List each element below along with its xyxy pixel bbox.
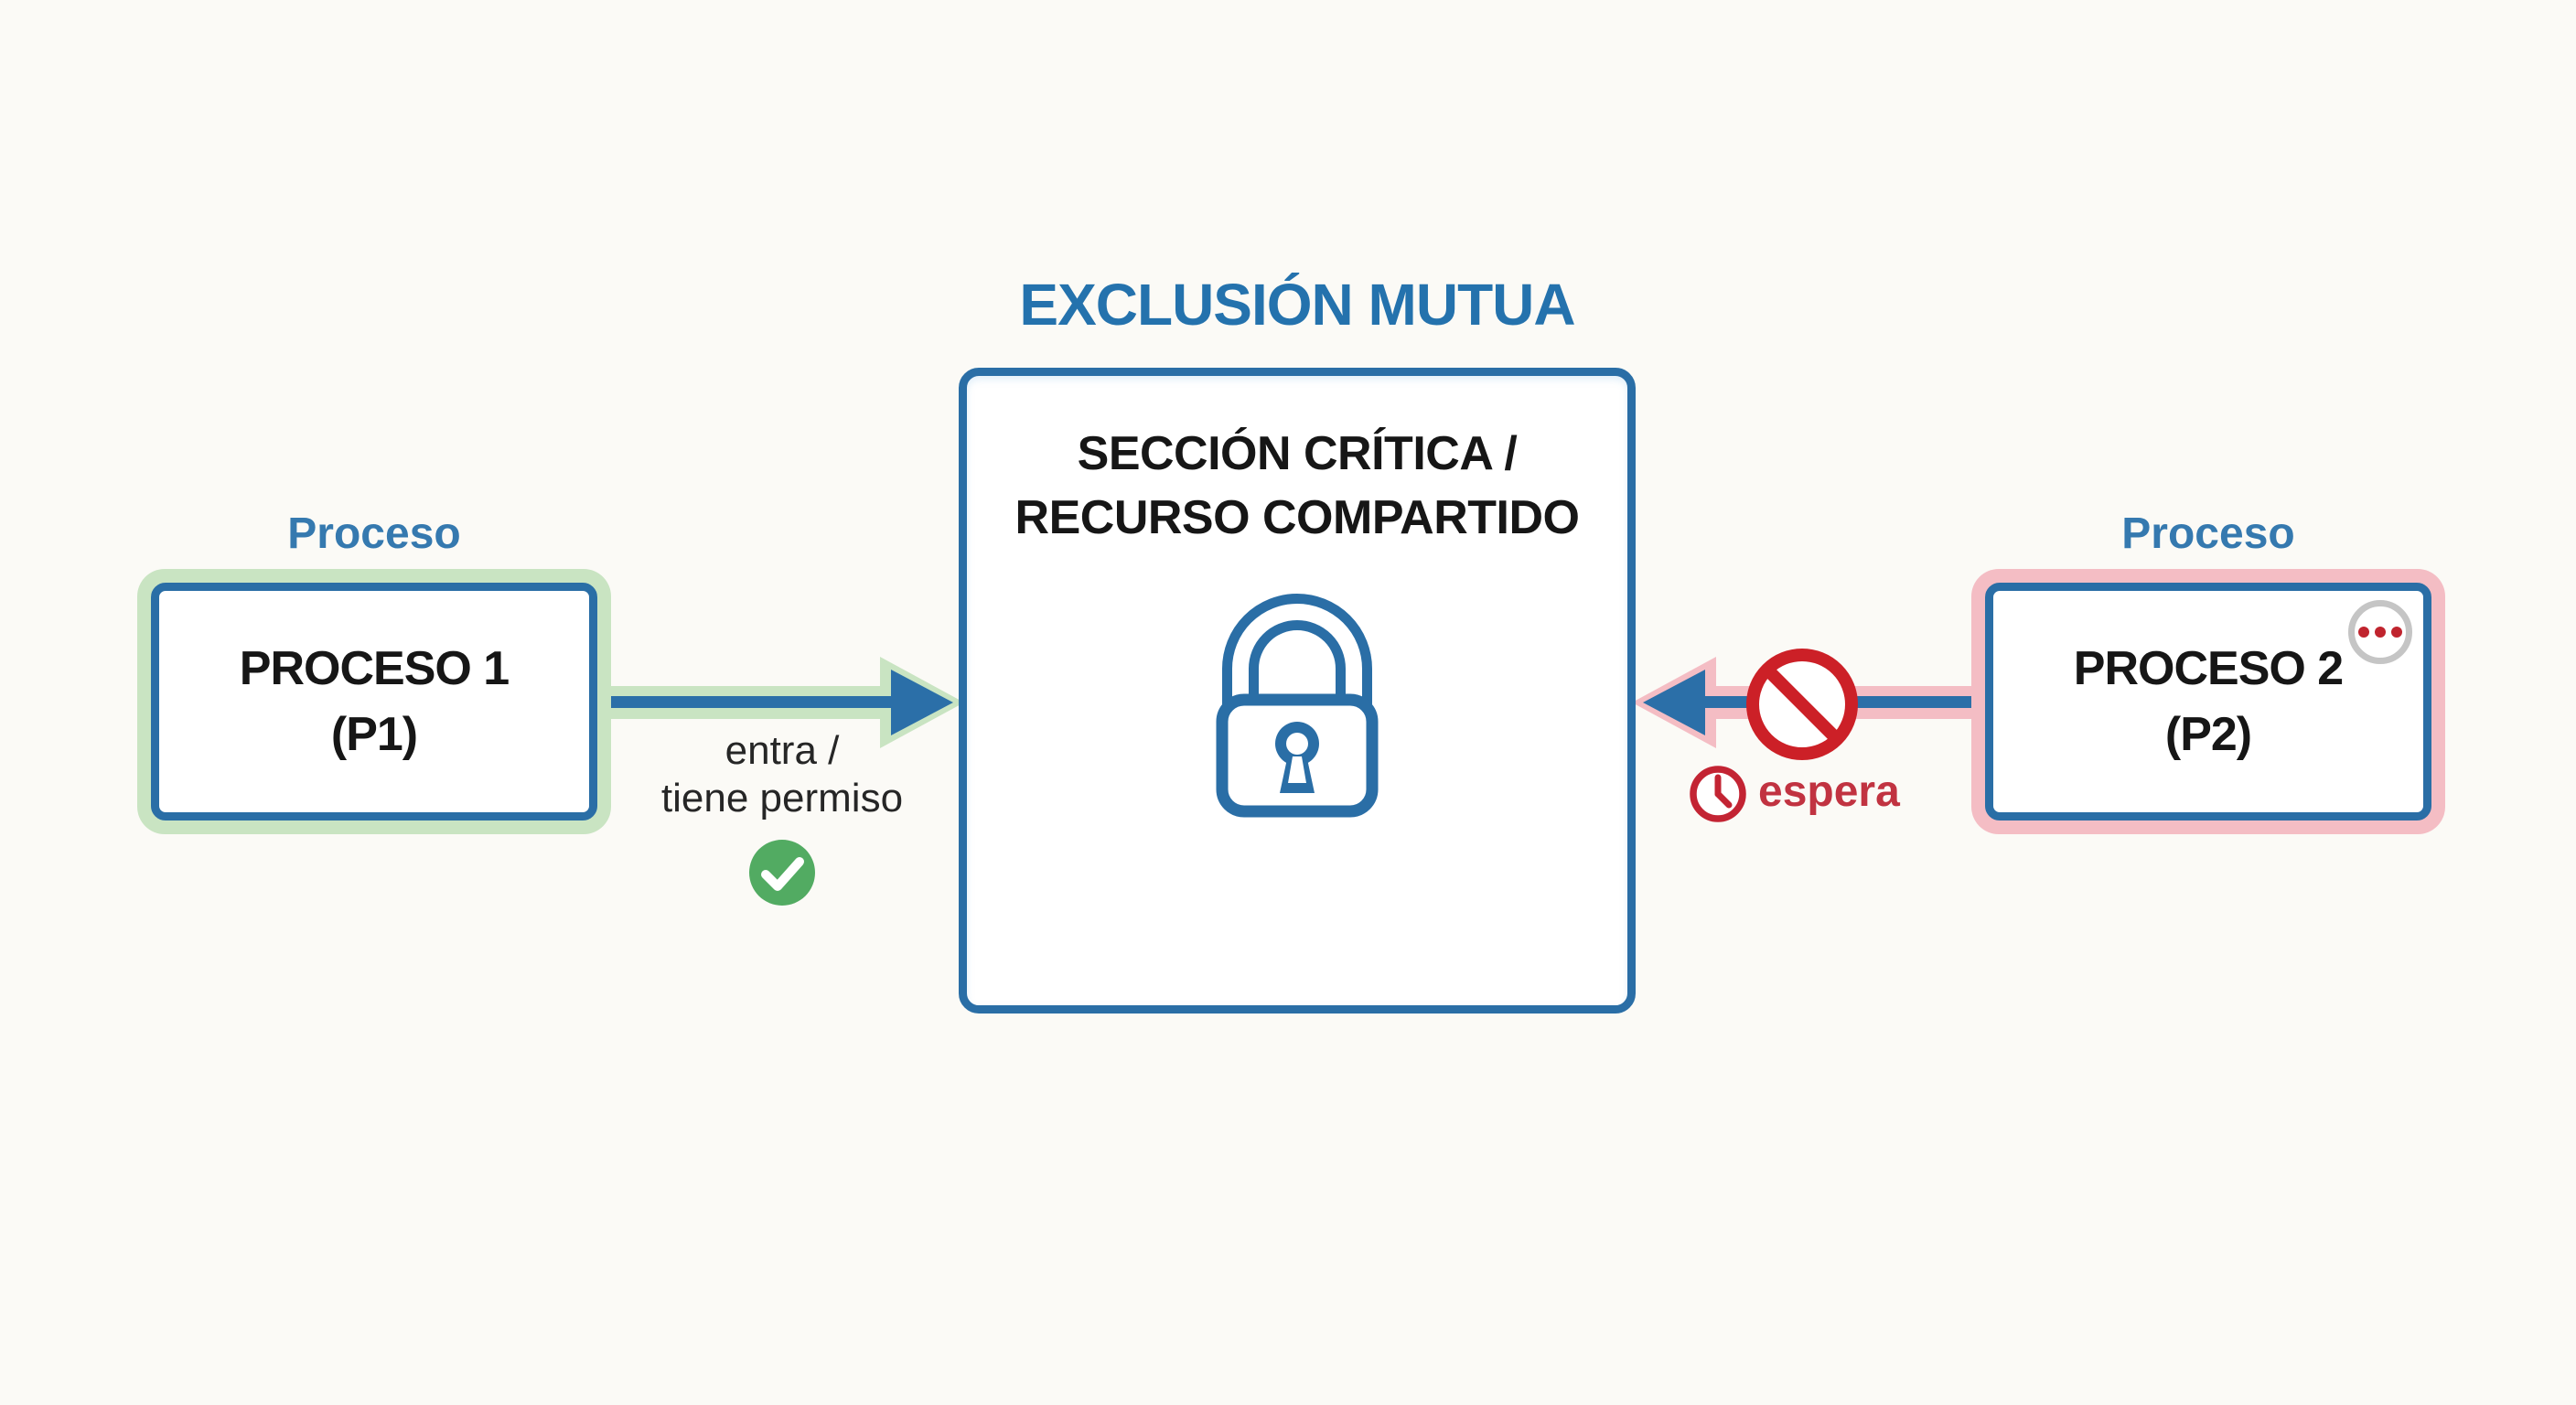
lock-icon bbox=[1216, 594, 1379, 818]
critical-section-line1: SECCIÓN CRÍTICA / bbox=[1077, 427, 1518, 480]
edge-p1-label-line1: entra / bbox=[724, 728, 840, 773]
process2-name-line1: PROCESO 2 bbox=[2073, 642, 2344, 695]
critical-section-line2: RECURSO COMPARTIDO bbox=[1014, 491, 1580, 544]
process1-name-line1: PROCESO 1 bbox=[239, 642, 510, 695]
check-circle-icon bbox=[749, 840, 815, 906]
process2-caption: Proceso bbox=[2121, 509, 2295, 558]
ellipsis-dot bbox=[2358, 627, 2369, 638]
ellipsis-dot bbox=[2391, 627, 2402, 638]
edge-p2-label: espera bbox=[1758, 767, 1900, 816]
process1-caption: Proceso bbox=[287, 509, 461, 558]
no-entry-icon bbox=[1746, 649, 1858, 760]
arrow-p1-to-critical bbox=[604, 657, 964, 748]
critical-section-box: SECCIÓN CRÍTICA / RECURSO COMPARTIDO bbox=[959, 368, 1636, 1014]
edge-p1-label-line2: tiene permiso bbox=[660, 776, 904, 820]
diagram-title: EXCLUSIÓN MUTUA bbox=[1019, 272, 1575, 338]
process1-name-line2: (P1) bbox=[330, 708, 418, 761]
clock-icon bbox=[1690, 766, 1746, 822]
process2-name-line2: (P2) bbox=[2164, 708, 2252, 761]
ellipsis-dot bbox=[2375, 627, 2386, 638]
process2-box: PROCESO 2 (P2) bbox=[1971, 569, 2445, 834]
ellipsis-badge bbox=[2348, 600, 2412, 664]
process1-box: PROCESO 1 (P1) bbox=[137, 569, 611, 834]
